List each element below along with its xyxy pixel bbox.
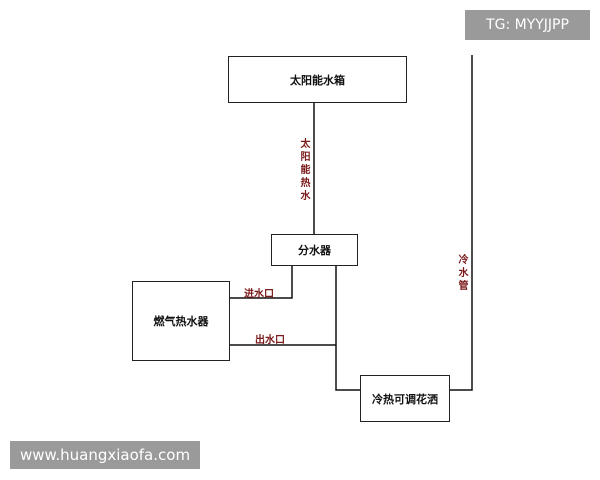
water-outlet-label: 出水口 (255, 335, 285, 346)
gas-heater-box: 燃气热水器 (132, 281, 230, 361)
water-inlet-label: 进水口 (244, 289, 274, 300)
watermark-bottom: www.huangxiaofa.com (10, 441, 200, 469)
splitter-box: 分水器 (271, 234, 358, 266)
watermark-top: TG: MYYJJPP (465, 10, 590, 40)
solar-tank-box: 太阳能水箱 (228, 56, 407, 103)
pipe-inlet (230, 266, 293, 299)
pipe-cold-water (450, 55, 473, 391)
shower-box: 冷热可调花洒 (360, 375, 450, 422)
cold-pipe-label: 冷水管 (456, 254, 467, 293)
solar-hot-water-label: 太阳能热水 (298, 138, 309, 203)
pipe-splitter-to-shower (335, 266, 360, 391)
